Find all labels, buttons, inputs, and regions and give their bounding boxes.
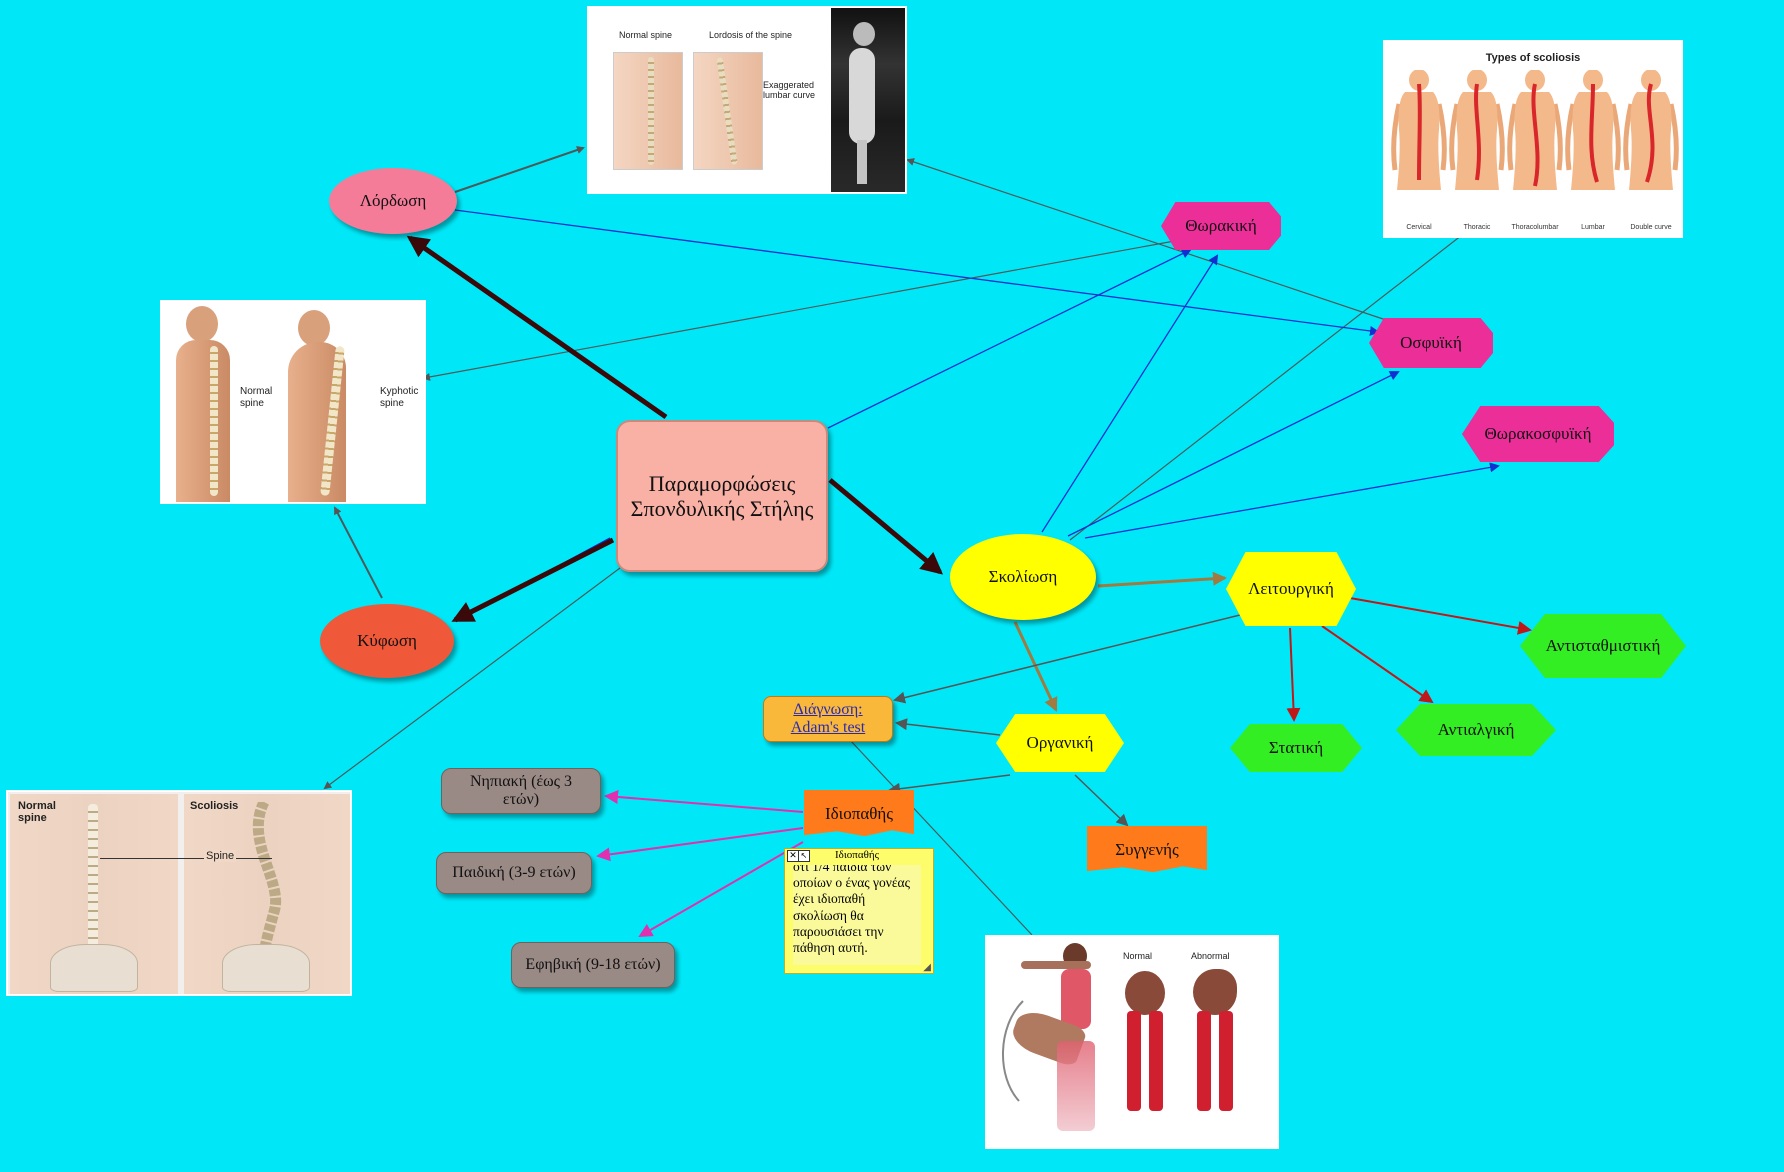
node-scoliosis-label: Σκολίωση [988, 567, 1058, 587]
scoliosis-type-label: Thoracic [1463, 224, 1491, 231]
scoliosis-back-figure [184, 794, 350, 994]
diagnosis-label-line2: Adam's test [790, 719, 866, 736]
torso-back-figure [1623, 69, 1679, 190]
node-thoracic[interactable]: Θωρακική [1161, 202, 1281, 250]
node-lumbar-label: Οσφυϊκή [1400, 333, 1462, 353]
central-topic[interactable]: Παραμορφώσεις Σπονδυλικής Στήλης [616, 420, 828, 572]
scoliosis-types-row: Cervical Thoracic Thoracolumbar Lumbar Doubl… [1391, 69, 1679, 236]
node-antalgic-label: Αντιαλγική [1437, 720, 1515, 740]
scoliosis-back-image: Normal spine Scoliosis Spine [6, 790, 352, 996]
node-scoliosis[interactable]: Σκολίωση [950, 534, 1096, 620]
spine-curve [1474, 83, 1481, 181]
torso-back-figure [1565, 69, 1621, 190]
scoliosis-type-figure: Thoracic [1449, 69, 1505, 236]
node-functional-label: Λειτουργική [1248, 579, 1334, 599]
note-title: Ιδιοπαθής [835, 849, 879, 861]
node-static[interactable]: Στατική [1230, 724, 1362, 772]
abnormal-bend-figure [1189, 967, 1241, 1117]
lordosis-image: Normal spine Lordosis of the spine Exagg… [587, 6, 907, 194]
node-idiopathic[interactable]: Ιδιοπαθής [804, 790, 914, 837]
spine-curve [1417, 83, 1422, 181]
node-lordosis[interactable]: Λόρδωση [329, 168, 457, 234]
lordosis-image-label-lordosis: Lordosis of the spine [709, 30, 793, 40]
idiopathic-note[interactable]: ✕ ↖ Ιδιοπαθής ότι 1/4 παιδιά των οποίων … [784, 848, 934, 974]
node-antalgic[interactable]: Αντιαλγική [1396, 704, 1556, 756]
torso-back-figure [1507, 69, 1563, 190]
note-expand-icon[interactable]: ↖ [798, 850, 810, 862]
central-topic-label: Παραμορφώσεις Σπονδυλικής Στήλης [630, 470, 814, 521]
note-text: ότι 1/4 παιδιά των οποίων ο ένας γονέας … [793, 865, 910, 955]
node-organic[interactable]: Οργανική [996, 714, 1124, 772]
scoliosis-type-label: Lumbar [1581, 224, 1605, 231]
node-kyphosis[interactable]: Κύφωση [320, 604, 454, 678]
scoliosis-back-label-normal: Normal spine [18, 800, 56, 825]
adams-label-normal: Normal [1123, 951, 1153, 961]
node-adolescent-label: Εφηβική (9-18 ετών) [525, 955, 661, 973]
lordosis-spine-figure [693, 52, 763, 170]
scoliosis-back-label-scoliosis: Scoliosis [190, 800, 239, 812]
node-organic-label: Οργανική [1026, 733, 1094, 753]
node-thoracic-label: Θωρακική [1185, 216, 1257, 236]
node-juvenile[interactable]: Παιδική (3-9 ετών) [436, 852, 592, 894]
scoliosis-type-label: Thoracolumbar [1511, 224, 1559, 231]
lordosis-image-label-curve: Exaggerated lumbar curve [763, 80, 816, 101]
scoliosis-type-label: Double curve [1630, 224, 1672, 231]
node-diagnosis-link[interactable]: Διάγνωση: Adam's test [763, 696, 893, 742]
node-lumbar[interactable]: Οσφυϊκή [1369, 318, 1493, 368]
kyphotic-torso-figure [284, 306, 352, 502]
diagnosis-label-line1: Διάγνωση: [793, 700, 863, 718]
adams-label-abnormal: Abnormal [1191, 951, 1230, 961]
adams-test-image: Normal Abnormal [985, 935, 1279, 1149]
node-infantile[interactable]: Νηπιακή (έως 3 ετών) [441, 768, 601, 814]
spine-pointer-line [100, 858, 272, 859]
normal-spine-figure [613, 52, 683, 170]
spine-curve [1589, 83, 1599, 183]
scoliosis-type-figure: Cervical [1391, 69, 1447, 236]
scoliosis-type-figure: Thoracolumbar [1507, 69, 1563, 236]
kyphosis-image-label-kyphotic: Kyphotic spine [380, 386, 419, 409]
torso-back-figure [1449, 69, 1505, 190]
scoliosis-type-figure: Lumbar [1565, 69, 1621, 236]
node-compensatory-label: Αντισταθμιστική [1545, 636, 1661, 656]
kyphosis-image: Normal spine Kyphotic spine [160, 300, 426, 504]
node-static-label: Στατική [1268, 738, 1324, 758]
scoliosis-types-image: Types of scoliosis Cervical Thoracic Thora… [1383, 40, 1683, 238]
note-body: ότι 1/4 παιδιά των οποίων ο ένας γονέας … [793, 865, 921, 965]
scoliosis-back-label-spine: Spine [204, 850, 237, 862]
node-juvenile-label: Παιδική (3-9 ετών) [452, 863, 576, 881]
node-thoracolumbar-label: Θωρακοσφυϊκή [1484, 424, 1592, 444]
node-congenital[interactable]: Συγγενής [1087, 826, 1207, 873]
node-compensatory[interactable]: Αντισταθμιστική [1520, 614, 1686, 678]
kyphosis-image-label-normal: Normal spine [240, 386, 273, 409]
spine-curve [1645, 83, 1655, 183]
node-idiopathic-label: Ιδιοπαθής [825, 804, 893, 824]
torso-back-figure [1391, 69, 1447, 190]
spine-curve [1531, 83, 1540, 187]
forward-bend-figure [993, 941, 1113, 1147]
scoliosis-type-figure: Double curve [1623, 69, 1679, 236]
lordosis-photo [831, 8, 905, 192]
normal-torso-figure [172, 306, 236, 502]
lordosis-image-label-normal: Normal spine [619, 30, 673, 40]
normal-bend-figure [1119, 967, 1171, 1117]
normal-back-figure [10, 794, 178, 994]
node-infantile-label: Νηπιακή (έως 3 ετών) [469, 772, 573, 808]
scoliosis-type-label: Cervical [1406, 224, 1432, 231]
node-congenital-label: Συγγενής [1115, 840, 1179, 860]
scoliosis-types-title: Types of scoliosis [1485, 52, 1581, 64]
note-header: ✕ ↖ Ιδιοπαθής [785, 849, 933, 862]
node-functional[interactable]: Λειτουργική [1226, 552, 1356, 626]
node-adolescent[interactable]: Εφηβική (9-18 ετών) [511, 942, 675, 988]
note-resize-handle-icon[interactable]: ◢ [923, 962, 931, 973]
node-lordosis-label: Λόρδωση [359, 191, 427, 211]
node-kyphosis-label: Κύφωση [357, 631, 417, 651]
node-thoracolumbar[interactable]: Θωρακοσφυϊκή [1462, 406, 1614, 462]
